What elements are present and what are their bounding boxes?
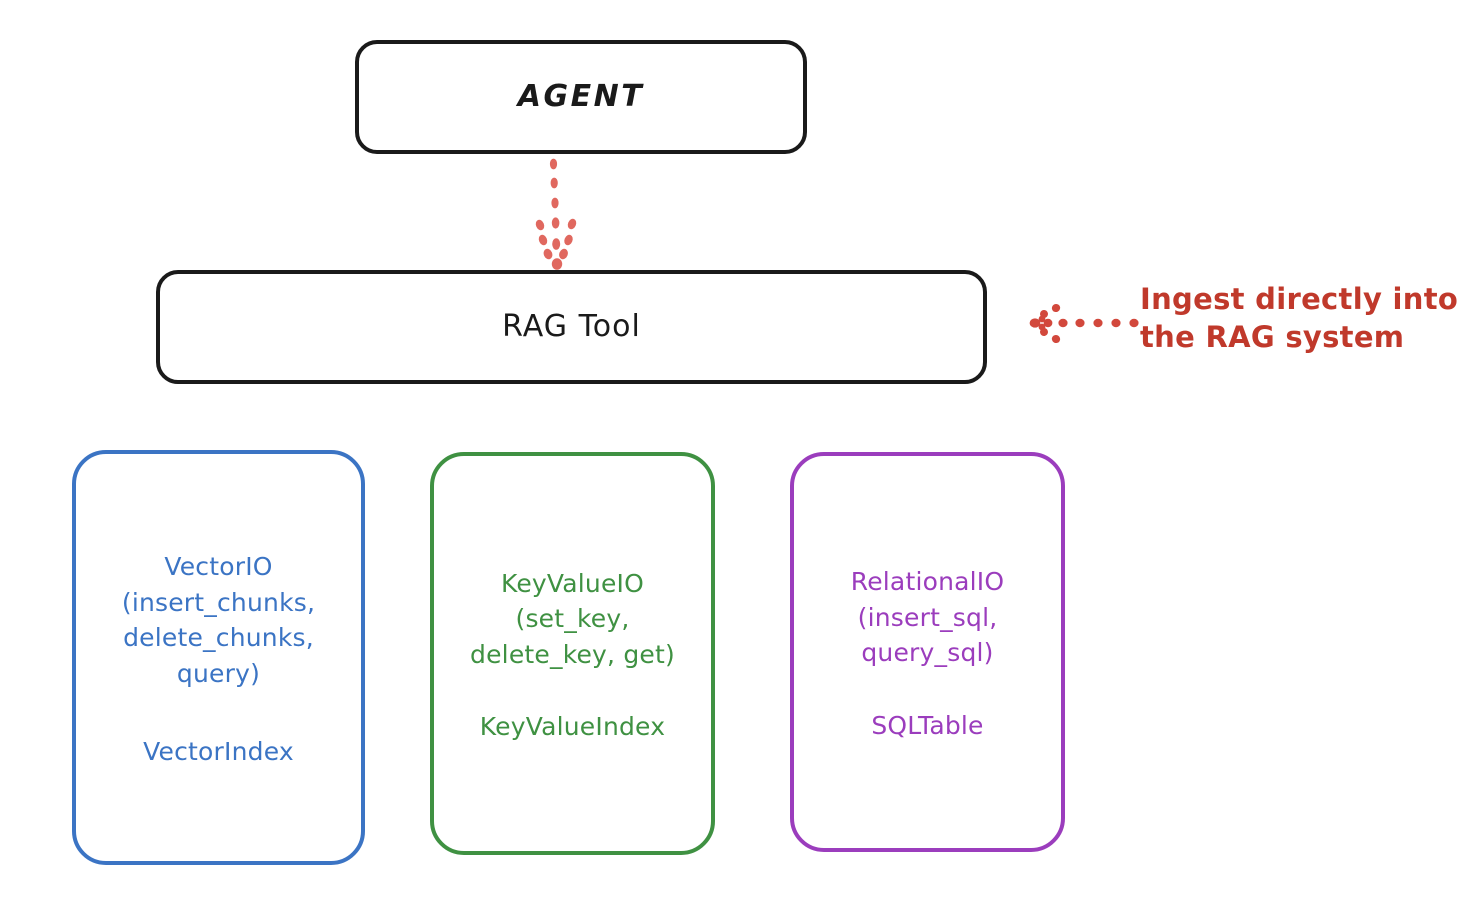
- card-vector-io[interactable]: VectorIO (insert_chunks, delete_chunks, …: [72, 450, 365, 865]
- card-relational-io-index-label: SQLTable: [871, 710, 984, 740]
- node-rag-tool-label: RAG Tool: [502, 308, 641, 344]
- card-relational-io[interactable]: RelationalIO (insert_sql, query_sql) SQL…: [790, 452, 1065, 852]
- card-vector-io-api-label: VectorIO (insert_chunks, delete_chunks, …: [121, 552, 316, 688]
- node-agent-label: AGENT: [517, 78, 645, 114]
- arrow-agent-to-rag-tool-icon: [535, 158, 577, 270]
- node-agent[interactable]: AGENT: [355, 40, 807, 154]
- arrow-ingest-to-rag-tool-icon: [1029, 303, 1139, 344]
- card-relational-io-api-label: RelationalIO (insert_sql, query_sql): [850, 567, 1005, 668]
- card-key-value-io[interactable]: KeyValueIO (set_key, delete_key, get) Ke…: [430, 452, 715, 855]
- card-vector-io-index-label: VectorIndex: [143, 737, 294, 766]
- node-rag-tool[interactable]: RAG Tool: [156, 270, 987, 384]
- card-key-value-io-api-label: KeyValueIO (set_key, delete_key, get): [470, 568, 675, 669]
- card-key-value-io-index-label: KeyValueIndex: [479, 712, 666, 742]
- annotation-ingest-text: Ingest directly into the RAG system: [1140, 282, 1459, 355]
